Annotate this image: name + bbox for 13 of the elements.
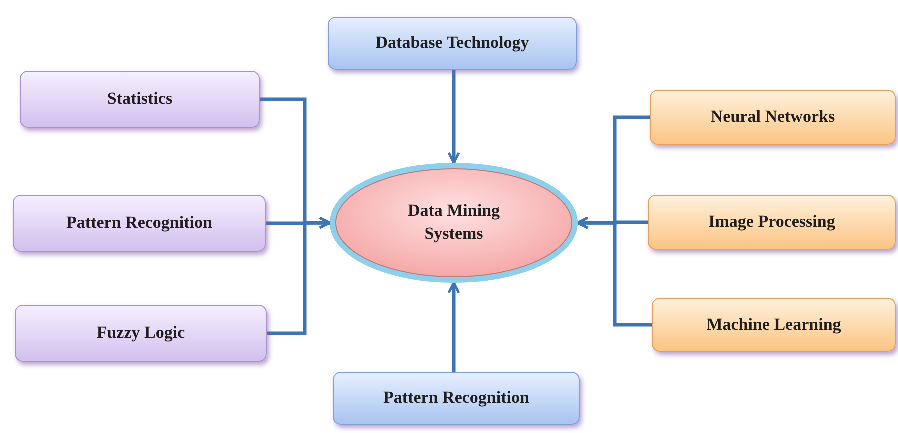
topic-box: Statistics [20,71,260,128]
connector-arrow [448,282,460,372]
topic-box: Pattern Recognition [13,195,266,252]
connector-arrow [448,70,460,164]
topic-box: Machine Learning [652,298,896,352]
topic-box: Pattern Recognition [333,372,580,425]
topic-box: Image Processing [648,195,896,250]
connector-arrow [576,216,652,327]
node-label: Data Mining Systems [406,200,502,245]
topic-box: Database Technology [328,17,577,70]
topic-box: Fuzzy Logic [15,305,267,362]
topic-box: Neural Networks [650,90,896,145]
connector-arrow [267,216,332,336]
